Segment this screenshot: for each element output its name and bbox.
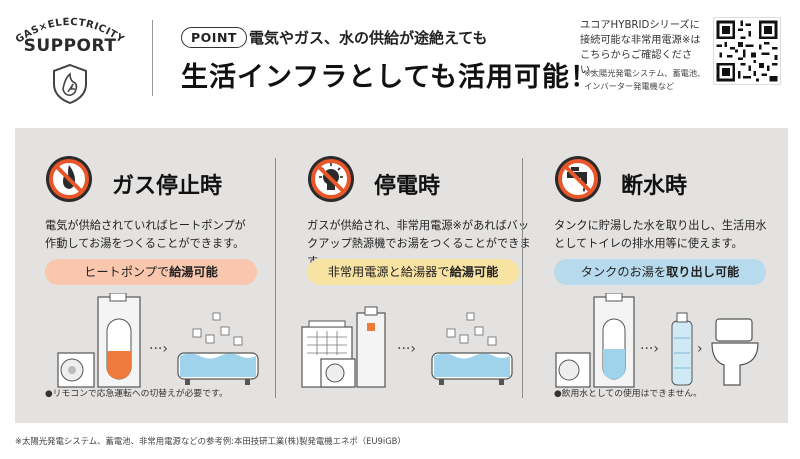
desc-line: ガスが供給され、非常用電源※があればバッ (307, 219, 530, 232)
side-small-line: インバーター発電機など (584, 81, 675, 91)
point-label: POINT (181, 27, 247, 48)
column-description: タンクに貯湯した水を取り出し、生活用水 としてトイレの排水用等に使えます。 (554, 217, 784, 253)
point-subheading: 電気やガス、水の供給が途絶えても (249, 29, 488, 47)
column-divider (275, 158, 276, 398)
column-description: ガスが供給され、非常用電源※があればバッ クアップ熱源機でお湯をつくることができ… (307, 217, 537, 271)
column-title: ガス停止時 (112, 174, 223, 199)
qr-code-icon[interactable] (713, 17, 781, 85)
column-footnote: ●飲用水としての使用はできません。 (554, 389, 702, 399)
tank-to-toilet-illustration: ···› › (555, 293, 759, 388)
side-note-line: 接続可能な非常用電源※は (580, 35, 701, 46)
pill-text: ヒートポンプで (84, 265, 170, 279)
desc-line: タンクに貯湯した水を取り出し、生活用水 (554, 219, 767, 232)
page-headline: 生活インフラとしても活用可能！ (181, 62, 599, 93)
column-water-outage: 断水時 タンクに貯湯した水を取り出し、生活用水 としてトイレの排水用等に使えます… (524, 128, 767, 423)
pill-bold-text: 給湯可能 (449, 265, 499, 279)
pill-text: タンクのお湯を (580, 265, 667, 279)
info-panel: ガス停止時 電気が供給されていればヒートポンプが 作動してお湯をつくることができ… (15, 128, 788, 423)
badge-title: SUPPORT (23, 36, 117, 56)
no-water-faucet-icon (555, 156, 601, 202)
desc-line: 電気が供給されていればヒートポンプが (45, 219, 246, 232)
column-title: 停電時 (374, 174, 441, 199)
pill-bold-text: 給湯可能 (169, 265, 218, 279)
badge-arc-text: GAS×ELECTRICITY (14, 17, 126, 46)
bottom-footnote: ※太陽光発電システム、蓄電池、非常用電源などの参考例:本田技研工業(株)製発電機… (15, 436, 406, 446)
pill-bold-text: 取り出し可能 (666, 265, 740, 279)
column-divider (522, 158, 523, 398)
svg-text:···›: ···› (397, 341, 416, 357)
desc-line: 作動してお湯をつくることができます。 (45, 237, 245, 250)
svg-text:›: › (697, 341, 703, 357)
side-note-line: こちらからご確認ください。 (580, 50, 693, 76)
capability-pill: 非常用電源と給湯器で給湯可能 (307, 259, 519, 285)
generator-to-bath-illustration: ···› (301, 306, 513, 388)
column-footnote: ●リモコンで応急運転への切替えが必要です。 (45, 389, 228, 399)
capability-pill: タンクのお湯を取り出し可能 (554, 259, 766, 285)
desc-line: としてトイレの排水用等に使えます。 (554, 237, 743, 250)
side-note: ユコアHYBRIDシリーズに 接続可能な非常用電源※は こちらからご確認ください… (580, 18, 710, 78)
svg-text:···›: ···› (640, 341, 659, 357)
svg-text:···›: ···› (149, 341, 168, 357)
no-power-bulb-icon (308, 156, 354, 202)
support-badge: GAS×ELECTRICITY SUPPORT (6, 6, 134, 106)
header-divider (152, 20, 153, 96)
shield-icon (53, 63, 87, 105)
column-description: 電気が供給されていればヒートポンプが 作動してお湯をつくることができます。 (45, 217, 275, 253)
no-gas-flame-icon (46, 156, 92, 202)
capability-pill: ヒートポンプで給湯可能 (45, 259, 257, 285)
column-power-outage: 停電時 ガスが供給され、非常用電源※があればバッ クアップ熱源機でお湯をつくるこ… (277, 128, 531, 423)
pill-text: 非常用電源と給湯器で (327, 265, 450, 279)
column-gas-stop: ガス停止時 電気が供給されていればヒートポンプが 作動してお湯をつくることができ… (15, 128, 259, 423)
side-small-line: ※太陽光発電システム、蓄電池、 (584, 68, 706, 78)
column-title: 断水時 (621, 174, 688, 199)
side-note-small: ※太陽光発電システム、蓄電池、 インバーター発電機など (584, 67, 714, 93)
side-note-line: ユコアHYBRIDシリーズに (580, 20, 700, 31)
heatpump-to-bath-illustration: ···› (57, 293, 259, 388)
